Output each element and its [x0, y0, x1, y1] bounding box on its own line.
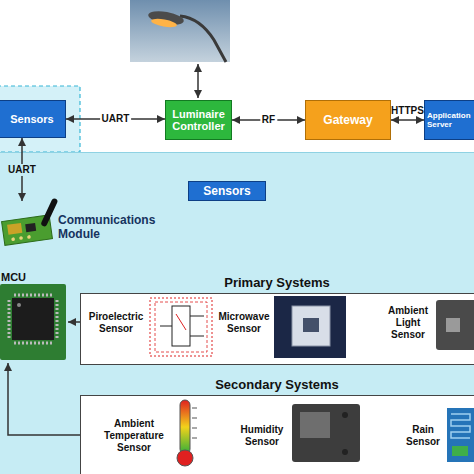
luminaire-photo — [130, 0, 230, 62]
connector-arrow — [68, 321, 80, 323]
node-text: MCU — [1, 271, 26, 284]
node-text: Gateway — [323, 114, 372, 126]
mcu-pins — [14, 294, 52, 297]
signal-label: HTTPS — [389, 105, 426, 117]
sensor-item: Ambient Temperature Sensor — [98, 415, 170, 457]
node-text: Piroelectric Sensor — [85, 311, 147, 335]
thermometer-tick — [192, 418, 197, 419]
connector-arrow — [66, 118, 165, 120]
humidity-hole — [342, 449, 348, 455]
node-text: Application Server — [427, 111, 474, 129]
mcu-pins — [8, 300, 11, 338]
server-box: Application Server — [424, 100, 474, 140]
node-text: Primary Systems — [80, 275, 474, 291]
lamp-head — [147, 9, 185, 27]
node-text: Rain Sensor — [402, 424, 444, 448]
humidity-element — [300, 412, 330, 438]
mcu-dot — [17, 303, 21, 307]
pyro-wire — [190, 316, 204, 317]
mcu-pins — [14, 342, 52, 345]
humidity-hole — [342, 412, 348, 418]
thermometer-tube — [180, 400, 190, 454]
rain-sensor-photo — [447, 408, 474, 462]
system-group: Secondary SystemsAmbient Temperature Sen… — [80, 375, 474, 474]
sensor-hub-box: Sensors — [0, 100, 66, 138]
node-text: Sensors — [188, 181, 266, 201]
sensors-panel: SensorsCommunications ModuleMCU Primary S… — [0, 152, 474, 474]
signal-label: UART — [100, 113, 132, 125]
sensor-item: Ambient Light Sensor — [382, 298, 434, 348]
node-text: Secondary Systems — [80, 377, 474, 393]
pyro-symbol-inner — [155, 302, 207, 352]
sensor-item: Rain Sensor — [402, 422, 444, 450]
module-pad — [11, 237, 15, 241]
node-text: Microwave Sensor — [216, 311, 272, 335]
connector-arrow — [391, 119, 424, 121]
module-board — [2, 215, 53, 245]
mcu-board — [0, 284, 66, 360]
signal-label: RF — [260, 114, 277, 126]
thermometer-tick — [192, 438, 197, 439]
sensor-item: Piroelectric Sensor — [85, 303, 147, 343]
light-sensor-photo — [436, 300, 474, 350]
module-pad — [19, 236, 23, 240]
thermometer-tick — [192, 408, 197, 409]
dashed-region — [0, 86, 80, 152]
sensor-item: Microwave Sensor — [216, 303, 272, 343]
module-item: Communications Module — [0, 201, 172, 253]
connector-arrow — [8, 363, 80, 435]
pyro-symbol-frame — [150, 298, 212, 356]
thermometer-bulb — [177, 450, 193, 466]
lamp-glow — [151, 17, 178, 28]
node-text: Luminaire Controller — [166, 108, 231, 132]
node-text: Ambient Temperature Sensor — [98, 418, 170, 454]
mcu-pins — [56, 300, 59, 338]
thermometer-tick — [192, 428, 197, 429]
connector-arrow — [232, 119, 305, 121]
node-text: Sensors — [10, 113, 53, 125]
rain-sensor-traces — [451, 414, 470, 438]
rain-sensor-part — [452, 446, 468, 456]
module-pad — [27, 235, 31, 239]
module-chip — [25, 223, 36, 232]
pyro-wire — [160, 326, 172, 327]
module-part — [7, 223, 22, 235]
lamp-link-arrow — [197, 64, 199, 98]
connector-arrow — [21, 138, 23, 201]
light-sensor-window — [446, 318, 460, 332]
module-antenna — [40, 198, 58, 228]
humidity-photo — [292, 404, 360, 462]
sensor-item: Humidity Sensor — [236, 422, 288, 450]
mcu-item: MCU — [0, 271, 68, 363]
microwave-photo — [274, 296, 346, 358]
node-text: Ambient Light Sensor — [382, 305, 434, 341]
gateway-box: Gateway — [305, 100, 391, 140]
mcu-chip — [12, 298, 54, 340]
pyro-wire — [190, 336, 204, 337]
system-group: Primary SystemsPiroelectric Sensor Microw… — [80, 273, 474, 365]
microwave-module — [292, 306, 330, 346]
microwave-chip — [303, 318, 319, 332]
controller-box: Luminaire Controller — [165, 100, 232, 140]
pyro-element — [172, 306, 190, 346]
lamp-pole — [180, 16, 226, 62]
node-text: Communications Module — [58, 213, 170, 241]
pyro-arrow — [176, 314, 186, 330]
node-text: Humidity Sensor — [236, 424, 288, 448]
